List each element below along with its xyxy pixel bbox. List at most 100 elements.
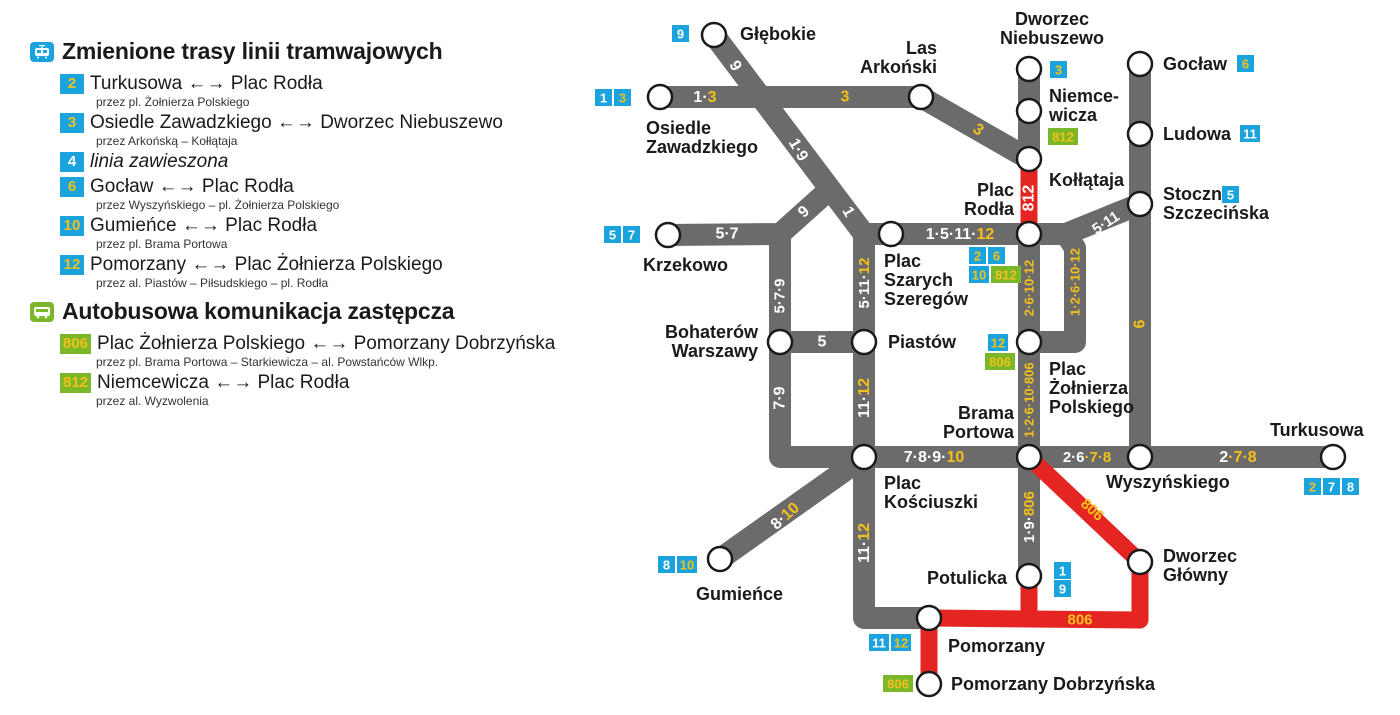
stop-label-line: Rodła — [964, 199, 1015, 219]
stop-marker-niebus[interactable] — [1015, 55, 1043, 83]
stop-label-line: Potulicka — [927, 568, 1008, 588]
segment-label-osiedle_mid: 3 — [841, 89, 850, 106]
stop-label-line: Pomorzany — [948, 636, 1045, 656]
stop-marker-gumience[interactable] — [706, 545, 734, 573]
stop-badge-pomorzany-11: 11 — [869, 634, 889, 651]
stop-marker-lasark[interactable] — [907, 83, 935, 111]
segment-label-kosc_brama: 7·8·9·10 — [904, 449, 965, 466]
stop-marker-krzekowo[interactable] — [654, 221, 682, 249]
stop-marker-wysz[interactable] — [1126, 443, 1154, 471]
stop-marker-dobrzynska[interactable] — [915, 670, 943, 698]
segment-label-rodla_red: 812 — [1021, 185, 1038, 212]
stop-label-line: wicza — [1048, 105, 1098, 125]
stop-marker-osiedle[interactable] — [646, 83, 674, 111]
segment-label-vert_1112: 11·12 — [856, 378, 873, 418]
stop-marker-stocznia[interactable] — [1126, 190, 1154, 218]
stop-marker-glebokie[interactable] — [700, 21, 728, 49]
tram-route-text: Turkusowa ←→ Plac Rodła — [90, 73, 323, 94]
label-part: 10 — [946, 449, 964, 466]
tram-route-via: przez al. Piastów – Piłsudskiego – pl. R… — [96, 276, 329, 290]
stop-marker-brama[interactable] — [1015, 443, 1043, 471]
stop-badge-text: 7 — [1328, 480, 1335, 495]
stop-label-line: Warszawy — [672, 341, 758, 361]
stop-badge-ludowa-11: 11 — [1240, 125, 1260, 142]
stop-label-gumience: Gumieńce — [696, 584, 783, 604]
segment-label-vert_rodla_zol: 2·6·10·12 — [1022, 260, 1037, 316]
stop-label-ludowa: Ludowa — [1163, 124, 1232, 144]
stop-marker-piastow[interactable] — [850, 328, 878, 356]
stop-marker-rodla[interactable] — [1015, 220, 1043, 248]
stop-badge-text: 3 — [1055, 63, 1062, 78]
stop-label-line: Szeregów — [884, 289, 969, 309]
stop-badge-text: 806 — [887, 677, 909, 692]
stop-marker-ludowa[interactable] — [1126, 120, 1154, 148]
stop-badge-niemcewicza-812: 812 — [1048, 128, 1078, 145]
segment-label-bohaterow_piastow: 5 — [818, 334, 827, 351]
stop-badge-dobrzynska-806: 806 — [883, 675, 913, 692]
stop-label-line: Szarych — [884, 270, 953, 290]
stop-label-line: Niebuszewo — [1000, 28, 1104, 48]
stop-label-krzekowo: Krzekowo — [643, 255, 728, 275]
label-part: 1·9· — [1021, 516, 1038, 543]
tram-route-text: Pomorzany ←→ Plac Żołnierza Polskiego — [90, 254, 443, 275]
stop-badge-krzekowo-7: 7 — [623, 226, 640, 243]
segment-label-osiedle_right: 1·3 — [693, 89, 716, 106]
stop-marker-bohaterow[interactable] — [766, 328, 794, 356]
label-part: ·7·8 — [1228, 449, 1257, 466]
stop-badge-text: 6 — [993, 249, 1000, 264]
stop-label-pomorzany_dobrzynska: Pomorzany Dobrzyńska — [951, 674, 1156, 694]
stop-marker-kosciuszki[interactable] — [850, 443, 878, 471]
stop-badge-text: 1 — [600, 91, 607, 106]
stop-label-piastow: Piastów — [888, 332, 957, 352]
stop-marker-niemce[interactable] — [1015, 97, 1043, 125]
stop-marker-zolnierza[interactable] — [1015, 328, 1043, 356]
stop-badge-text: 7 — [628, 228, 635, 243]
stop-badge-krzekowo-5: 5 — [604, 226, 621, 243]
stop-label-line: Kościuszki — [884, 492, 978, 512]
stop-label-line: Zawadzkiego — [646, 137, 758, 157]
stop-label-kollataja: Kołłątaja — [1049, 170, 1125, 190]
stop-label-wyszynskiego: Wyszyńskiego — [1106, 472, 1230, 492]
label-part: ·7·8 — [1085, 449, 1112, 466]
tram-section-header: Zmienione trasy linii tramwajowych — [30, 38, 590, 65]
tram-line-badge: 10 — [60, 216, 84, 236]
stop-marker-kollataja[interactable] — [1015, 145, 1043, 173]
segment-label-brama_wysz: 2·6·7·8 — [1063, 449, 1111, 466]
stop-label-turkusowa: Turkusowa — [1270, 420, 1365, 440]
tram-route-via: przez pl. Brama Portowa — [96, 237, 228, 251]
stop-badge-turkusowa-7: 7 — [1323, 478, 1340, 495]
label-part: 11· — [856, 541, 873, 563]
segment-label-vert_511: 5·11·12 — [856, 258, 873, 309]
label-part: 3 — [708, 89, 717, 106]
stop-badge-text: 5 — [1227, 188, 1234, 203]
stop-label-line: Szczecińska — [1163, 203, 1270, 223]
label-part: 1·5·11· — [926, 226, 977, 243]
stop-marker-potulicka[interactable] — [1015, 562, 1043, 590]
stop-marker-turk[interactable] — [1319, 443, 1347, 471]
tram-route-via: przez pl. Żołnierza Polskiego — [96, 95, 250, 109]
stop-badge-text: 12 — [991, 336, 1005, 351]
stop-badge-turkusowa-8: 8 — [1342, 478, 1359, 495]
stop-marker-pomorzany[interactable] — [915, 604, 943, 632]
stop-label-line: Stocznia — [1163, 184, 1238, 204]
stop-label-line: Żołnierza — [1049, 378, 1129, 398]
tram-tracks — [649, 24, 1344, 629]
stop-marker-dworzec[interactable] — [1126, 548, 1154, 576]
tram-route-via: przez Wyszyńskiego – pl. Żołnierza Polsk… — [96, 198, 340, 212]
stop-marker-goclaw[interactable] — [1126, 50, 1154, 78]
track-kosciuszki-pomorzany — [853, 446, 940, 629]
stop-badge-gumience-10: 10 — [677, 556, 697, 573]
stop-label-line: Polskiego — [1049, 397, 1134, 417]
stop-label-line: Plac — [1049, 359, 1086, 379]
tram-route-text: linia zawieszona — [90, 151, 229, 172]
bus-line-badge: 812 — [60, 373, 92, 393]
stop-marker-szarych[interactable] — [877, 220, 905, 248]
stop-badge-pomorzany-12: 12 — [891, 634, 911, 651]
